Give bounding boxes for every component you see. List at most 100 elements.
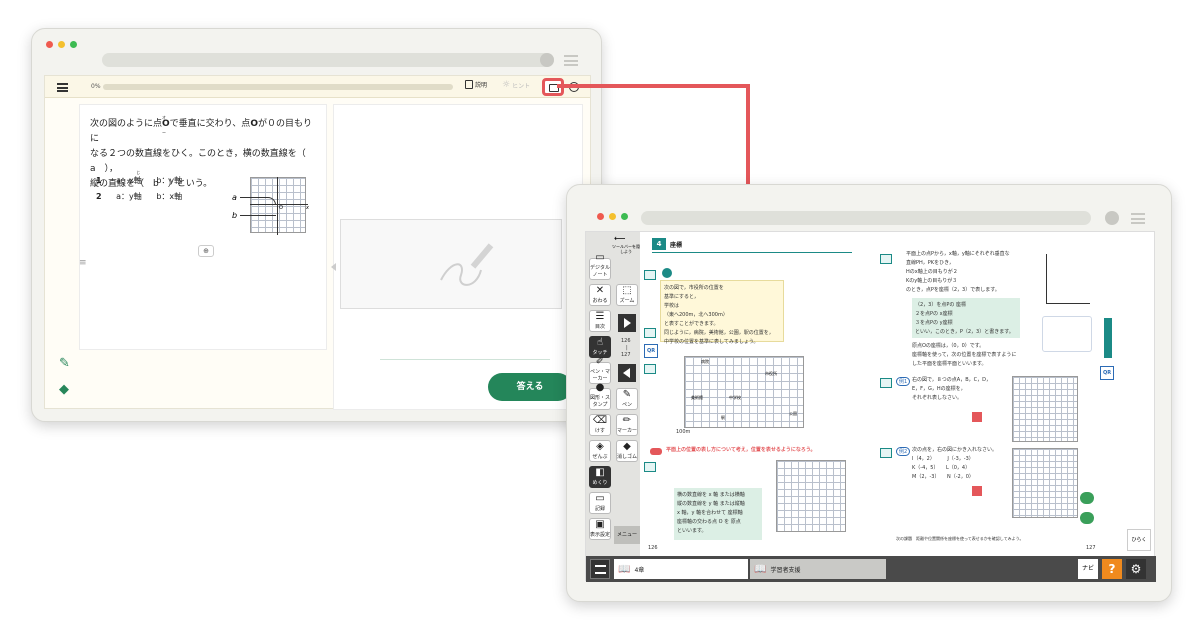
navi-button[interactable]: ナビ [1078, 559, 1098, 579]
main-menu-button[interactable] [590, 559, 610, 579]
chapter-tab[interactable]: 📖 4章 [614, 559, 748, 579]
next-page-button[interactable] [618, 314, 636, 332]
tool-end[interactable]: ✕おわる [589, 284, 611, 306]
green-stamp-icon-2[interactable] [1080, 512, 1094, 524]
answer-button[interactable]: 答える [488, 373, 572, 401]
address-bar[interactable] [102, 53, 554, 67]
menu-button[interactable]: メニュー [614, 526, 640, 544]
minimize-dot[interactable] [58, 41, 65, 48]
qr-icon-right[interactable]: QR [1100, 366, 1114, 380]
close-x-icon: ✕ [595, 285, 605, 296]
goal-badge-icon [650, 448, 662, 455]
tool-marker[interactable]: ✏マーカー [616, 414, 638, 436]
tool-label: 図形・スタンプ [590, 395, 611, 408]
tool-sidebar: ⟵ ツールバーを隠しよう ▭デジタルノート ⬚ズーム ✕おわる ☰目次 ☝タッチ… [586, 232, 640, 556]
tool-zoom[interactable]: ⬚ズーム [616, 284, 638, 306]
drawing-canvas[interactable] [340, 219, 562, 309]
tool-pen[interactable]: ✎ペン [616, 388, 638, 410]
tool-contents[interactable]: ☰目次 [589, 310, 611, 332]
zoom-rect-icon: ⬚ [622, 285, 632, 296]
example-line: 右の図で，８つの点A，B，C，D， [912, 377, 991, 383]
image-icon[interactable] [880, 378, 892, 388]
image-icon[interactable] [880, 448, 892, 458]
tool-record[interactable]: ▭記録 [589, 492, 611, 514]
open-panel-button[interactable]: ひらく [1127, 529, 1151, 551]
intro-line: 学校は [664, 303, 680, 309]
maximize-dot[interactable] [70, 41, 77, 48]
hide-toolbar-arrow-icon[interactable]: ⟵ [614, 234, 626, 243]
eraser-icon[interactable]: ◆ [59, 382, 69, 397]
address-bar-2[interactable] [641, 211, 1091, 225]
pen-icon[interactable]: ✎ [59, 356, 70, 371]
option-2[interactable]: 2 a：y軸 b：x軸 [96, 191, 182, 202]
settings-gear-icon[interactable]: ⚙ [1126, 559, 1146, 579]
explain-button[interactable]: 説明 [465, 80, 487, 89]
section-title: 座標 [670, 242, 683, 249]
tool-label: 目次 [594, 324, 605, 330]
tool-display-settings[interactable]: ▣表示設定 [589, 518, 611, 540]
next-task-note: 次の課題 距離や位置関係を座標を使って表せるかを確認してみよう。 [896, 536, 1024, 541]
tool-label: めくり [592, 480, 608, 486]
progress-bar [103, 84, 453, 90]
chapter-index-tab[interactable] [1104, 318, 1112, 358]
tool-eraser[interactable]: ◆消しゴム [616, 440, 638, 462]
note-icon: ▭ [595, 252, 605, 263]
menu-icon[interactable] [57, 83, 68, 92]
tool-label: ペン・マーカー [590, 369, 611, 382]
zoom-button[interactable]: ⊕ [198, 245, 214, 257]
link-arrow-horizontal [557, 84, 749, 88]
maximize-dot-2[interactable] [621, 213, 628, 220]
profile-icon-2[interactable] [1105, 211, 1119, 225]
browser-menu-icon-2[interactable] [1131, 213, 1145, 224]
close-dot-2[interactable] [597, 213, 604, 220]
tool-pen-marker[interactable]: ✐ペン・マーカー [589, 356, 611, 384]
bottom-bar: 📖 4章 📖 学習者支援 ナビ ? ⚙ [586, 556, 1156, 582]
image-icon[interactable] [644, 328, 656, 338]
minimize-dot-2[interactable] [609, 213, 616, 220]
figure-label-b: b [232, 211, 238, 220]
explanation-line: 平面上の点Pから，x軸，y軸にそれぞれ垂直な [906, 251, 1010, 257]
tool-digital-note[interactable]: ▭デジタルノート [589, 252, 611, 280]
example-2-badge: 例2 [896, 447, 911, 456]
map-label-hospital: 病院 [701, 359, 709, 364]
learner-support-tab[interactable]: 📖 学習者支援 [750, 559, 886, 579]
browser-menu-icon[interactable] [564, 55, 578, 66]
definition-line: といいます。 [677, 528, 707, 534]
tool-shapes-stamp[interactable]: ●図形・スタンプ [589, 382, 611, 410]
tool-touch[interactable]: ☝タッチ [589, 336, 611, 358]
hint-button[interactable]: ☼ ヒント [502, 80, 530, 90]
option-1-b: b：y軸 [156, 176, 183, 185]
tool-page-turn[interactable]: ◧めくり [589, 466, 611, 488]
tool-all[interactable]: ◈ぜんぶ [589, 440, 611, 462]
question-figure-grid [250, 177, 306, 233]
image-icon[interactable] [644, 364, 656, 374]
intro-line: 中学校の位置を基準に表してみましょう。 [664, 339, 759, 345]
tool-label: ぜんぶ [592, 454, 608, 460]
answer-reveal-button-2[interactable] [972, 486, 982, 496]
definition-line: ３を点Pの y座標 [915, 320, 953, 326]
option-1-a-text: a：x軸 [116, 176, 142, 185]
left-page: 4 座標 次の図で，市役所の位置を 基準にすると， 学校は （東へ200m，北へ… [644, 232, 876, 556]
green-stamp-icon[interactable] [1080, 492, 1094, 504]
prev-page-button[interactable] [618, 364, 636, 382]
image-icon[interactable] [880, 254, 892, 264]
profile-icon[interactable] [540, 53, 554, 67]
help-button[interactable]: ? [1102, 559, 1122, 579]
document-icon [465, 80, 473, 89]
qr-icon[interactable]: QR [644, 344, 658, 358]
image-icon[interactable] [644, 462, 656, 472]
coordinate-explanation: 平面上の点Pから，x軸，y軸にそれぞれ垂直な 直線PH，PKをひき， Hのx軸上… [906, 250, 1056, 295]
textbook-viewer: ⟵ ツールバーを隠しよう ▭デジタルノート ⬚ズーム ✕おわる ☰目次 ☝タッチ… [585, 231, 1156, 582]
erase-icon: ⌫ [592, 415, 608, 426]
map-scale: 100m [676, 429, 691, 435]
panel-resize-handle[interactable]: ≡ [79, 258, 87, 268]
example-line: I（4，2） J（-3，-3） [912, 456, 974, 462]
answer-underline [380, 359, 550, 360]
tool-erase[interactable]: ⌫けす [589, 414, 611, 436]
answer-reveal-button[interactable] [972, 412, 982, 422]
canvas-prev-arrow[interactable] [331, 263, 336, 271]
close-dot[interactable] [46, 41, 53, 48]
image-icon[interactable] [644, 270, 656, 280]
